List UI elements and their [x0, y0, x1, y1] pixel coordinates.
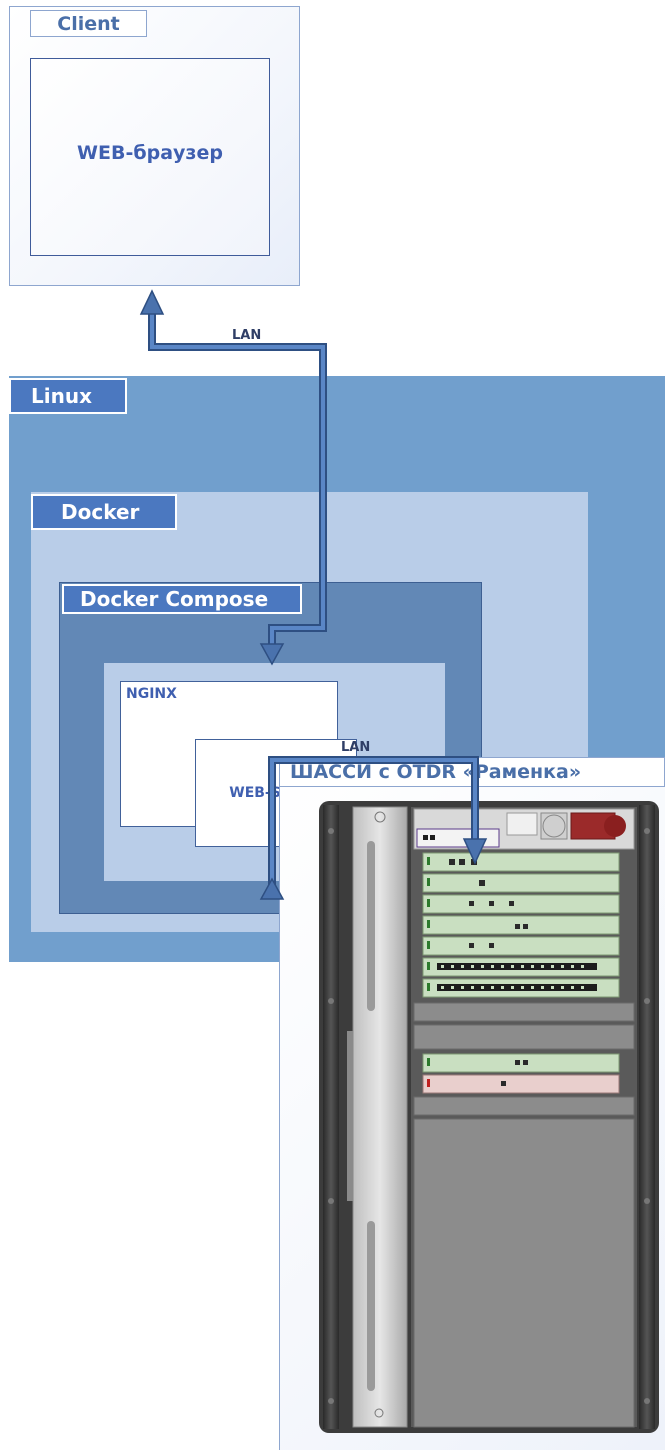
docker-compose-title: Docker Compose	[62, 584, 302, 614]
web-browser-node: WEB-браузер	[30, 58, 270, 256]
lan-label-bottom: LAN	[341, 740, 371, 755]
arrowhead-up-icon	[139, 289, 165, 315]
arrowhead-up-icon	[259, 877, 285, 900]
client-title: Client	[30, 10, 147, 37]
nginx-label: NGINX	[126, 686, 177, 702]
linux-title: Linux	[9, 378, 127, 414]
lan-label-top: LAN	[232, 328, 262, 343]
docker-title: Docker	[31, 494, 177, 530]
otdr-rack-image	[319, 801, 659, 1433]
arrowhead-down-icon	[462, 838, 488, 865]
arrowhead-down-icon	[259, 643, 285, 666]
